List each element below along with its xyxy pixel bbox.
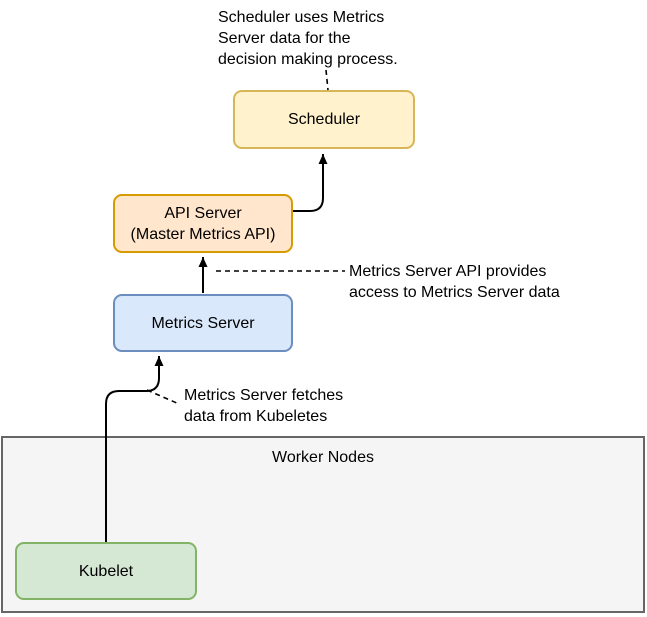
worker-nodes-label: Worker Nodes (272, 449, 374, 466)
scheduler-label: Scheduler (287, 111, 361, 128)
note-link-scheduler (325, 69, 329, 91)
kubelet-label: Kubelet (78, 562, 134, 580)
api-server-node: API Server (Master Metrics API) (113, 194, 293, 253)
api-server-label: API Server (Master Metrics API) (130, 204, 276, 243)
scheduler-usage-note: Scheduler uses Metrics Server data for t… (218, 9, 398, 68)
scheduler-node: Scheduler (233, 90, 415, 149)
metrics-server-node: Metrics Server (113, 294, 293, 352)
kubelet-fetch-note: Metrics Server fetches data from Kubelet… (184, 387, 344, 425)
metrics-server-label: Metrics Server (151, 314, 255, 332)
kubelet-node: Kubelet (15, 542, 197, 600)
edge-api-server-to-scheduler (293, 154, 328, 212)
metrics-api-note: Metrics Server API provides access to Me… (349, 263, 560, 301)
note-link-kubelet-fetch (146, 389, 180, 405)
